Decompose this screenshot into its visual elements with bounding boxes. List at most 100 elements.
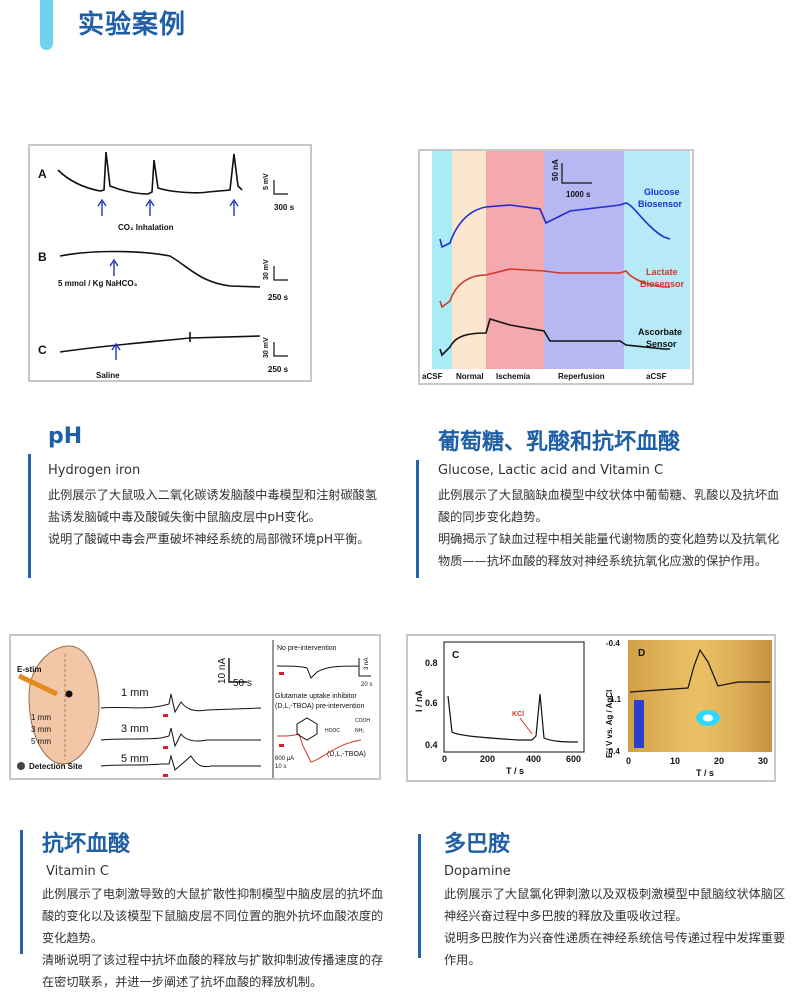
ph-traces-svg: A B C CO₂ Inhalation 5 mmol / Kg NaHCO₃ … — [38, 151, 295, 380]
section-vitamin-c-title: 抗坏血酸 — [42, 832, 131, 857]
scale-t: 1000 s — [566, 190, 591, 199]
trace-b — [59, 250, 261, 288]
figure-dopamine: C I / nA 0.8 0.6 0.4 0 200 400 600 T / s… — [406, 634, 776, 782]
panel-a-label: A — [38, 167, 47, 181]
lactate-label-1: Lactate — [646, 267, 678, 277]
phase-reperfusion: Reperfusion — [558, 372, 605, 381]
scale-bar-main — [228, 658, 247, 683]
figure-biosensor: 50 nA 1000 s Glucose Biosensor Lactate B… — [418, 149, 694, 385]
scale-c-v: 30 mV — [263, 337, 270, 358]
arrow-a1 — [97, 198, 107, 216]
scale-small-label: 3 nA — [364, 658, 370, 670]
nh2-label: NH₂ — [355, 728, 364, 734]
ylabel-c: I / nA — [414, 690, 424, 712]
arrow-c — [111, 342, 121, 360]
trace-tboa — [276, 733, 362, 763]
section-ph-subtitle: Hydrogen iron — [48, 463, 141, 478]
xtick-c-4: 600 — [566, 754, 581, 764]
figure-vitamin-c: E-stim 1 mm 3 mm 5 mm Detection Site 1 m… — [9, 634, 381, 780]
section-glucose-para-2: 明确揭示了缺血过程中相关能量代谢物质的变化趋势以及抗氧化物质——抗坏血酸的释放对… — [438, 532, 780, 568]
arrow-a2 — [145, 198, 155, 216]
depth-label-2: 3 mm — [31, 725, 51, 734]
trace-1mm — [100, 693, 262, 714]
glu-line-2: (D,L,-TBOA) pre-intervention — [275, 703, 365, 710]
ytick-c-3: 0.4 — [425, 740, 438, 750]
scale-bars — [273, 180, 288, 357]
section-ph-para-2: 说明了酸碱中毒会严重破坏神经系统的局部微环境pH平衡。 — [48, 532, 370, 546]
scale-small-t-label: 20 s — [361, 682, 372, 688]
section-glucose-text: 此例展示了大鼠脑缺血模型中纹状体中葡萄糖、乳酸以及抗坏血酸的同步变化趋势。 明确… — [438, 484, 788, 572]
depth-label-3: 5 mm — [31, 737, 51, 746]
depth-label-1: 1 mm — [31, 713, 51, 722]
section-glucose-bar — [416, 460, 419, 578]
ascorbate-label-2: Sensor — [646, 339, 677, 349]
label-co2: CO₂ Inhalation — [118, 223, 174, 232]
xlabel-d: T / s — [696, 768, 714, 778]
section-vitamin-c-bar — [20, 830, 23, 954]
section-dopamine-subtitle: Dopamine — [444, 864, 511, 879]
xtick-d-3: 20 — [714, 756, 724, 766]
trace-label-3mm: 3 mm — [121, 723, 149, 735]
trace-3mm — [100, 727, 261, 748]
section-dopamine-para-1: 此例展示了大鼠氯化钾刺激以及双极刺激模型中鼠脑纹状体脑区神经兴奋过程中多巴胺的释… — [444, 887, 786, 923]
figure-ph-traces: A B C CO₂ Inhalation 5 mmol / Kg NaHCO₃ … — [28, 144, 312, 382]
dopamine-svg: C I / nA 0.8 0.6 0.4 0 200 400 600 T / s… — [414, 639, 772, 778]
ylabel-d: E / V vs. Ag / AgCl — [605, 690, 614, 758]
phase-acsf-2: aCSF — [646, 372, 667, 381]
label-saline: Saline — [96, 371, 120, 380]
kcl-label: KCl — [512, 711, 524, 718]
ytick-d-3: -0.4 — [606, 747, 620, 756]
panel-c-label: C — [452, 650, 459, 661]
hooc-label: HOOC — [325, 728, 340, 734]
panel-c-label: C — [38, 343, 47, 357]
page-title: 实验案例 — [78, 10, 187, 40]
label-nahco3: 5 mmol / Kg NaHCO₃ — [58, 279, 138, 288]
arrow-a3 — [229, 198, 239, 216]
scale-600-label: 600 μA — [275, 756, 294, 762]
trace-label-1mm: 1 mm — [121, 687, 149, 699]
benzene-ring — [296, 717, 318, 741]
biosensor-svg: 50 nA 1000 s Glucose Biosensor Lactate B… — [422, 151, 690, 381]
trace-ascorbate — [439, 318, 670, 357]
trace-lactate — [439, 268, 670, 309]
section-dopamine-text: 此例展示了大鼠氯化钾刺激以及双极刺激模型中鼠脑纹状体脑区神经兴奋过程中多巴胺的释… — [444, 883, 786, 971]
trace-no-pre — [276, 658, 371, 679]
scale-a-t: 300 s — [274, 203, 295, 212]
estim-label: E-stim — [17, 665, 41, 674]
scale-t-label: 50 s — [233, 678, 252, 689]
phase-ischemia: Ischemia — [496, 372, 531, 381]
xtick-d-4: 30 — [758, 756, 768, 766]
section-ph-title: pH — [48, 424, 83, 449]
section-glucose-para-1: 此例展示了大鼠脑缺血模型中纹状体中葡萄糖、乳酸以及抗坏血酸的同步变化趋势。 — [438, 488, 780, 524]
section-dopamine-para-2: 说明多巴胺作为兴奋性递质在神经系统信号传递过程中发挥重要作用。 — [444, 931, 786, 967]
trace-5mm — [100, 754, 261, 771]
glucose-label-2: Biosensor — [638, 199, 683, 209]
ytick-d-1: -0.4 — [606, 639, 620, 648]
xtick-d-1: 0 — [626, 756, 631, 766]
section-ph-bar — [28, 454, 31, 578]
panel-d-label: D — [638, 648, 645, 659]
xtick-c-2: 200 — [480, 754, 495, 764]
glu-line-1: Glutamate uptake inhibitor — [275, 693, 357, 700]
xtick-c-1: 0 — [442, 754, 447, 764]
lactate-label-2: Biosensor — [640, 279, 685, 289]
section-vitamin-c-subtitle: Vitamin C — [46, 864, 110, 879]
section-vitamin-c-para-2: 清晰说明了该过程中抗坏血酸的释放与扩散抑制波传播速度的存在密切联系，并进一步阐述… — [42, 953, 384, 989]
glucose-label-1: Glucose — [644, 187, 680, 197]
trace-kcl — [447, 693, 579, 743]
no-pre-label: No pre-intervention — [277, 645, 337, 652]
trace-label-5mm: 5 mm — [121, 753, 149, 765]
xlabel-c: T / s — [506, 766, 524, 776]
ytick-d-2: 1.1 — [610, 695, 622, 704]
scale-10s-label: 10 s — [275, 764, 286, 770]
phase-acsf-1: aCSF — [422, 372, 443, 381]
section-ph-text: 此例展示了大鼠吸入二氧化碳诱发脑酸中毒模型和注射碳酸氢盐诱发脑碱中毒及酸碱失衡中… — [48, 484, 380, 550]
header-accent-bar — [40, 0, 53, 50]
panel-b-label: B — [38, 250, 47, 264]
scale-bar — [561, 163, 592, 184]
scale-v-label: 10 nA — [217, 658, 228, 684]
trace-dopamine — [629, 648, 770, 693]
trace-glucose — [439, 202, 671, 249]
vitamin-c-svg: E-stim 1 mm 3 mm 5 mm Detection Site 1 m… — [17, 640, 372, 778]
section-glucose-title: 葡萄糖、乳酸和抗坏血酸 — [438, 430, 681, 455]
